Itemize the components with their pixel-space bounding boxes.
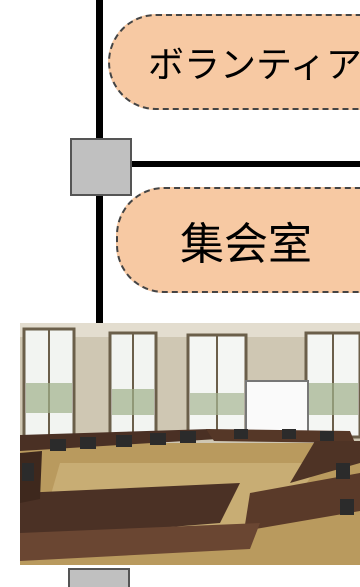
vertical-trunk-line [96, 0, 103, 140]
meeting-room-label-text: 集会室 [180, 219, 312, 270]
volunteer-room-label-text: ボランティア [148, 45, 360, 86]
chairs [22, 429, 354, 515]
meeting-room-label: 集会室 [116, 187, 360, 293]
bottom-node [68, 568, 130, 587]
window-group [22, 327, 360, 439]
vertical-trunk-line-lower [96, 196, 103, 326]
conference-tables [20, 429, 360, 561]
horizontal-branch-line [130, 161, 360, 167]
junction-node [70, 138, 132, 196]
meeting-room-photo [20, 323, 360, 565]
volunteer-room-label: ボランティア [108, 14, 360, 110]
meeting-room-photo-image [20, 323, 360, 565]
whiteboard [245, 380, 309, 438]
